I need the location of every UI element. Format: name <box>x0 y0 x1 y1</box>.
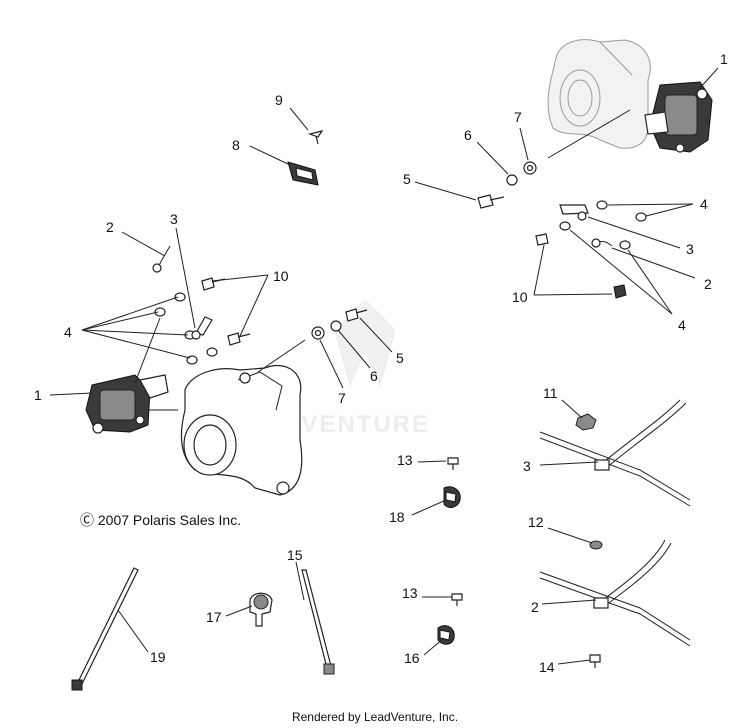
left-banjo[interactable] <box>191 316 213 340</box>
left-bolt-5[interactable] <box>345 308 368 322</box>
callout-4-right-upper: 4 <box>700 196 708 212</box>
callout-7-right: 7 <box>514 109 522 125</box>
callout-7-left: 7 <box>338 390 346 406</box>
right-washers-4[interactable] <box>559 200 647 250</box>
callout-3-left: 3 <box>170 211 178 227</box>
callout-17: 17 <box>206 609 222 625</box>
left-caliper[interactable] <box>85 374 169 434</box>
screw-13-upper[interactable] <box>447 457 459 470</box>
left-leaders <box>49 107 393 411</box>
left-brake-line[interactable] <box>152 245 171 273</box>
right-bolt-10-lower[interactable] <box>613 284 627 299</box>
brake-line-2-assembly[interactable] <box>539 539 691 647</box>
callout-6-left: 6 <box>370 368 378 384</box>
callout-14: 14 <box>539 659 555 675</box>
right-bolt-10-upper[interactable] <box>535 233 549 246</box>
callout-10-left: 10 <box>273 268 289 284</box>
copyright-notice: Ⓒ 2007 Polaris Sales Inc. <box>80 512 242 528</box>
callout-1-right: 1 <box>720 51 728 67</box>
callout-2-right: 2 <box>704 276 712 292</box>
lower-leaders <box>117 399 599 665</box>
cable-tie-19[interactable] <box>71 567 139 691</box>
render-credit: Rendered by LeadVenture, Inc. <box>291 710 459 724</box>
nut-11[interactable] <box>575 413 597 431</box>
right-caliper[interactable] <box>644 81 713 153</box>
callout-3-right: 3 <box>686 241 694 257</box>
bracket-8[interactable] <box>287 161 319 186</box>
callout-8: 8 <box>232 137 240 153</box>
callout-4-left: 4 <box>64 324 72 340</box>
washer-12[interactable] <box>589 540 603 550</box>
callout-11: 11 <box>543 385 558 401</box>
left-washer-7[interactable] <box>311 326 325 340</box>
callout-10-right: 10 <box>512 289 528 305</box>
brake-line-3-assembly[interactable] <box>539 399 691 507</box>
callout-12: 12 <box>528 514 544 530</box>
right-banjo-3[interactable] <box>559 204 589 221</box>
left-washers[interactable] <box>154 292 218 365</box>
cable-tie-15[interactable] <box>301 569 335 675</box>
callout-18: 18 <box>389 509 405 525</box>
right-bolt-5[interactable] <box>477 194 505 209</box>
clip-18[interactable] <box>443 486 461 508</box>
left-bolts[interactable] <box>201 277 251 346</box>
left-knuckle[interactable] <box>180 364 303 496</box>
screw-14[interactable] <box>589 654 601 668</box>
left-washer-6[interactable] <box>330 320 342 332</box>
callout-5-right: 5 <box>403 171 411 187</box>
callout-2-left: 2 <box>106 219 114 235</box>
right-washer-6[interactable] <box>506 174 518 186</box>
right-brake-line-2[interactable] <box>591 238 613 248</box>
callout-13-lower: 13 <box>402 585 418 601</box>
callout-1-left: 1 <box>34 387 42 403</box>
callout-9: 9 <box>275 92 283 108</box>
screw-9[interactable] <box>307 130 324 145</box>
callout-16: 16 <box>404 650 420 666</box>
right-leaders <box>414 67 719 315</box>
callout-6-right: 6 <box>464 127 472 143</box>
right-knuckle-ghost[interactable] <box>547 39 651 149</box>
callout-13-upper: 13 <box>397 452 413 468</box>
clip-17[interactable] <box>249 592 273 627</box>
callout-15: 15 <box>287 547 303 563</box>
right-washer-7[interactable] <box>523 161 537 175</box>
screw-13-lower[interactable] <box>451 593 463 606</box>
callout-5-left: 5 <box>396 350 404 366</box>
callout-19: 19 <box>150 649 166 665</box>
callout-2-lower: 2 <box>531 599 539 615</box>
callout-3-lower: 3 <box>523 458 531 474</box>
callout-4-right-lower: 4 <box>678 317 686 333</box>
